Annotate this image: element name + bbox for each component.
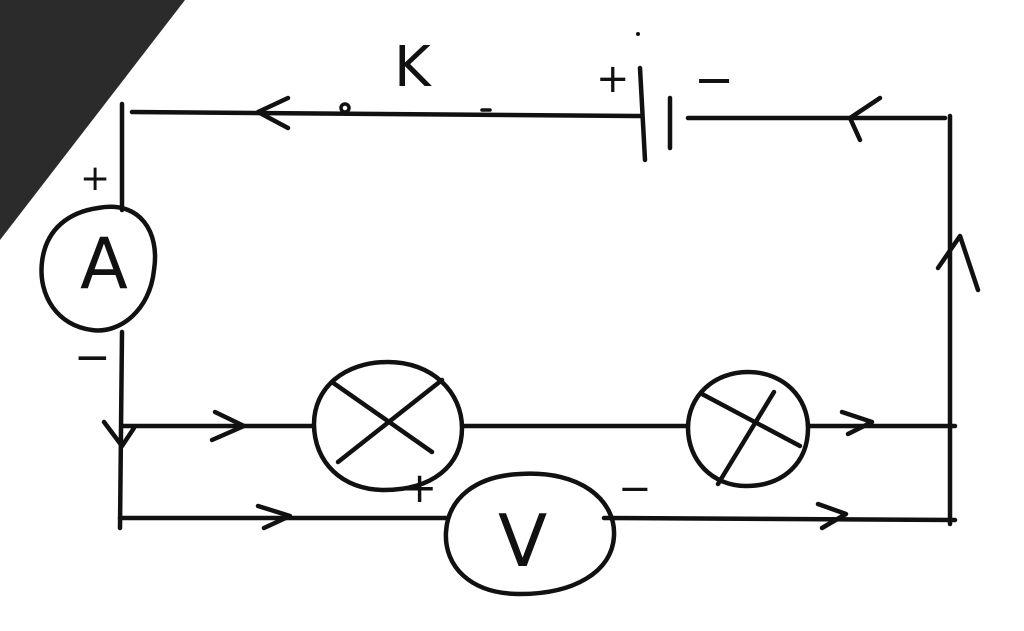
voltmeter-wire-right (601, 515, 958, 523)
ammeter-plus-label: + (80, 158, 110, 199)
lamp-1-cross-b (335, 377, 445, 465)
left-wire-bottom (117, 329, 125, 531)
lamp-2-cross-a (699, 391, 803, 449)
battery-minus-label: − (694, 52, 734, 108)
current-arrow-branch-1 (209, 409, 247, 443)
top-wire-left (129, 109, 643, 119)
voltmeter-circle (443, 471, 617, 597)
current-arrow-top-left (255, 95, 291, 131)
voltmeter-minus-label: − (618, 466, 652, 512)
switch-contact-left (339, 102, 351, 114)
lamp-2-cross-b (715, 389, 777, 487)
ammeter-minus-label: − (74, 332, 111, 383)
battery-plus-label: + (596, 56, 630, 102)
battery-long-plate (637, 65, 648, 163)
current-arrow-volt-2 (815, 501, 849, 531)
current-arrow-branch-2 (839, 409, 875, 437)
lamp-1-cross-a (329, 379, 435, 455)
switch-label: K (394, 35, 432, 100)
voltmeter-plus-label: + (402, 463, 437, 512)
current-arrow-left (101, 419, 137, 449)
current-arrow-right (935, 233, 981, 293)
ammeter-circle (39, 204, 158, 333)
lamp-1-circle (311, 359, 465, 493)
lamp-2-circle (685, 369, 811, 489)
ammeter-label: A (80, 223, 128, 305)
corner-shadow (0, 0, 185, 240)
current-arrow-top-right (847, 95, 883, 143)
voltmeter-label: V (498, 499, 547, 583)
battery-dot (636, 32, 640, 36)
current-arrow-volt-1 (255, 503, 293, 531)
